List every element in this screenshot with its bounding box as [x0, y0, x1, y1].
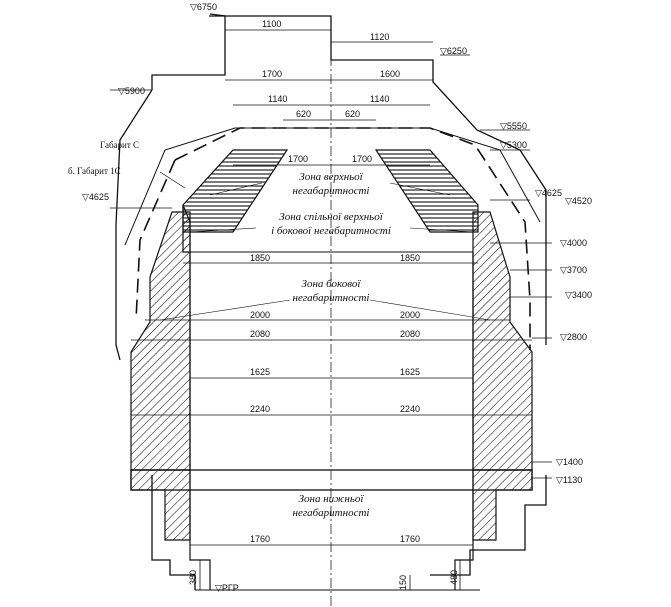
level-4520: ▽4520	[565, 196, 592, 206]
level-6750: ▽6750	[190, 2, 217, 12]
upper-zone-left	[182, 149, 289, 233]
zone-pointers	[159, 182, 491, 321]
zone-lower-line1: Зона нижньої	[299, 493, 365, 505]
outer-gauge-top	[209, 15, 547, 345]
dim-1140-left: 1140	[268, 94, 287, 104]
inner-outline	[189, 252, 211, 590]
dim-620-left: 620	[296, 109, 311, 119]
lower-zone-band	[130, 469, 533, 491]
dim-1760-left: 1760	[250, 534, 270, 544]
lower-zone-left	[130, 469, 191, 541]
dim-2240-left: 2240	[250, 404, 270, 414]
outer-gauge-upper	[151, 13, 226, 90]
lower-zone-right	[472, 469, 533, 541]
dim-1600: 1600	[380, 69, 400, 79]
dimension-lines	[131, 29, 532, 546]
side-zone-left	[130, 211, 191, 471]
dim-2080-right: 2080	[400, 329, 420, 339]
dim-1120: 1120	[370, 32, 389, 42]
zone-upper-line2: негабаритності	[293, 185, 370, 197]
dim-1850-right: 1850	[400, 253, 420, 263]
gabarit-c-label: Габарит С	[100, 140, 139, 150]
outer-gauge-bottom-right	[430, 475, 547, 576]
gabarit-1c-line	[124, 127, 541, 246]
gabarit-c-line-left	[135, 159, 176, 321]
level-5300: ▽5300	[500, 140, 527, 150]
dim-2240-right: 2240	[400, 404, 420, 414]
outer-gauge-left	[115, 89, 153, 361]
dim-1625-right: 1625	[400, 367, 420, 377]
dim-2080-left: 2080	[250, 329, 270, 339]
level-rgr: ▽РГР	[215, 583, 239, 593]
zone-side-line2: негабаритності	[293, 292, 370, 304]
level-1400: ▽1400	[556, 457, 583, 467]
dim-1760-right: 1760	[400, 534, 420, 544]
zone-lower-line2: негабаритності	[293, 507, 370, 519]
dim-1700-top: 1700	[262, 69, 282, 79]
gabarit-1c-label: б. Габарит 1С	[68, 166, 121, 176]
side-zone-right	[472, 211, 533, 471]
level-2800: ▽2800	[560, 332, 587, 342]
zone-side-line1: Зона бокової	[302, 278, 362, 290]
dim-620-right: 620	[345, 109, 360, 119]
dim-2000-right: 2000	[400, 310, 420, 320]
level-4625-right: ▽4625	[535, 188, 562, 198]
dim-380: 380	[188, 570, 198, 585]
zone-upper-line1: Зона верхньої	[299, 171, 363, 183]
dim-1140-right: 1140	[370, 94, 389, 104]
dim-2000-left: 2000	[250, 310, 270, 320]
zone-common-line2: і бокової негабаритності	[271, 225, 391, 237]
level-4000: ▽4000	[560, 238, 587, 248]
inner-outline-right	[454, 252, 474, 590]
dim-480: 480	[449, 570, 459, 585]
dim-1850-left: 1850	[250, 253, 270, 263]
level-1130: ▽1130	[556, 475, 582, 485]
level-5550: ▽5550	[500, 121, 527, 131]
zone-common-line1: Зона спільної верхньої	[279, 211, 383, 223]
level-3700: ▽3700	[560, 265, 587, 275]
level-5900: ▽5900	[118, 86, 145, 96]
dim-1625-left: 1625	[250, 367, 270, 377]
level-3400: ▽3400	[565, 290, 592, 300]
dim-1100: 1100	[262, 19, 281, 29]
level-6250: ▽6250	[440, 46, 467, 56]
dim-1700-mid-left: 1700	[288, 154, 308, 164]
level-leaders	[110, 54, 552, 479]
level-4625-left: ▽4625	[82, 192, 109, 202]
dim-1700-mid-right: 1700	[352, 154, 372, 164]
outer-gauge-bottom	[151, 475, 196, 590]
vertical-dims	[199, 560, 461, 590]
dim-150: 150	[398, 575, 408, 590]
upper-zone-right	[374, 149, 479, 233]
